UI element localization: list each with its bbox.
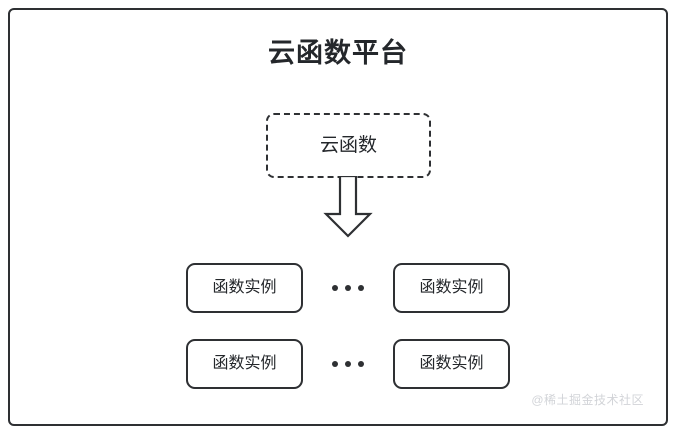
ellipsis-separator: ... <box>332 263 364 313</box>
function-instance-box: 函数实例 <box>186 339 303 389</box>
ellipsis-dot <box>345 361 351 367</box>
function-instance-box: 函数实例 <box>186 263 303 313</box>
function-instance-label: 函数实例 <box>212 279 277 296</box>
ellipsis-dot <box>345 285 351 291</box>
ellipsis-separator: ... <box>332 339 364 389</box>
function-instance-label: 函数实例 <box>419 355 484 372</box>
ellipsis-dot <box>358 285 364 291</box>
ellipsis-dot <box>332 285 338 291</box>
down-arrow-icon <box>322 176 374 238</box>
instance-row-1: 函数实例 ... 函数实例 <box>186 263 510 313</box>
page-title: 云函数平台 <box>268 38 408 68</box>
function-instance-label: 函数实例 <box>212 355 277 372</box>
ellipsis-dot <box>332 361 338 367</box>
instance-row-2: 函数实例 ... 函数实例 <box>186 339 510 389</box>
cloud-function-node: 云函数 <box>266 113 431 178</box>
function-instance-label: 函数实例 <box>419 279 484 296</box>
cloud-function-label: 云函数 <box>319 135 377 156</box>
function-instance-box: 函数实例 <box>393 263 510 313</box>
watermark: @稀土掘金技术社区 <box>531 393 644 407</box>
function-instance-box: 函数实例 <box>393 339 510 389</box>
platform-frame: 云函数平台 云函数 函数实例 ... 函数实例 <box>8 8 668 426</box>
ellipsis-dot <box>358 361 364 367</box>
